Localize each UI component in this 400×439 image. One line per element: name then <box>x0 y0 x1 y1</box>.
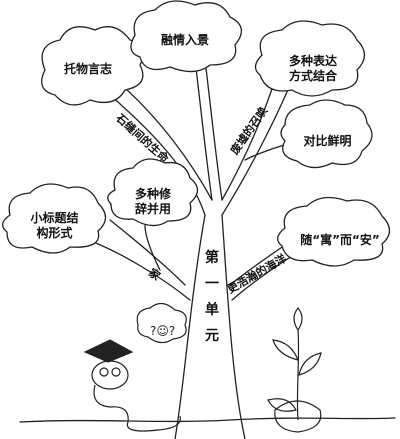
caterpillar-head <box>91 360 129 390</box>
cloud-text-right-mid: 对比鲜明 <box>303 134 352 148</box>
cloud-top-left <box>41 26 144 106</box>
plant-stem <box>296 329 300 421</box>
cloud-top-center <box>130 0 242 73</box>
caterpillar-body <box>93 384 181 432</box>
cloud-top-right <box>254 20 366 97</box>
plant-leaf-4 <box>267 398 297 412</box>
cloud-left-small <box>107 158 199 227</box>
plant-pot <box>274 400 322 433</box>
trunk-char-2: 一 <box>205 276 219 292</box>
thought-bubble <box>136 302 187 344</box>
cloud-text-top-left: 托物言志 <box>63 62 112 76</box>
cloud-right-low <box>277 196 391 267</box>
trunk-title: 第 一 单 元 <box>203 245 221 349</box>
trunk-char-3: 单 <box>205 302 219 318</box>
grad-cap <box>83 339 134 363</box>
ground-line <box>19 417 396 423</box>
caterpillar-eye-right <box>111 367 121 377</box>
cloud-right-mid <box>280 99 373 169</box>
branch-right-upper <box>221 79 291 216</box>
branch-left-upper <box>109 87 213 216</box>
caterpillar-eye-left <box>99 367 109 377</box>
cloud-text-left-small: 多种修 辞并用 <box>134 187 171 216</box>
trunk <box>174 214 246 439</box>
trunk-char-4: 元 <box>205 328 219 344</box>
trunk-char-1: 第 <box>205 250 219 266</box>
cloud-text-top-center: 融情入景 <box>160 33 209 47</box>
branch-left-small <box>144 224 161 271</box>
cloud-text-top-right: 多种表达 方式结合 <box>288 54 337 83</box>
plant-leaf-1 <box>293 307 303 332</box>
branch-center <box>194 59 223 201</box>
plant-leaf-2 <box>272 339 299 361</box>
plant-leaf-3 <box>298 352 322 376</box>
cloud-text-left-low: 小标题结 构形式 <box>30 211 79 240</box>
thought-marks: ?☺? <box>150 324 175 338</box>
cloud-left-low <box>2 183 107 254</box>
cloud-text-right-low: 随“寓”而“安” <box>300 233 380 247</box>
